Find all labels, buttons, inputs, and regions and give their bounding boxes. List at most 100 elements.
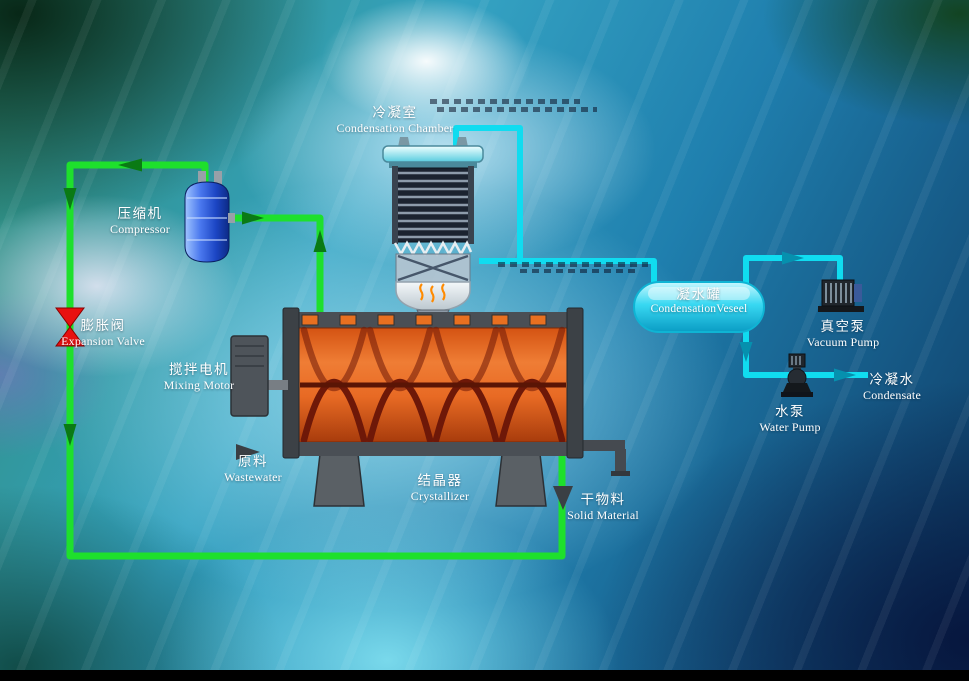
chamber-zigzag [393,240,473,257]
water-pump-fins [791,356,801,365]
compressor-shell [184,181,230,263]
artifact-dashes [520,269,640,273]
compressor-suction-pipe [226,214,324,316]
label-condensate-en: Condensate [863,388,921,403]
compressor-seam [187,197,227,241]
water-pump-base [783,383,811,392]
label-water-pump-zh: 水泵 [774,404,805,419]
crystallizer-leg [495,453,547,507]
flow-arrows [63,158,856,510]
flow-arrow-up [313,230,327,252]
motor-shaft [266,380,288,390]
chamber-truss-braces [397,254,469,282]
label-vacuum-pump: 真空泵 Vacuum Pump [807,319,880,350]
flow-arrow-right [242,211,264,225]
label-compressor-en: Compressor [110,222,170,237]
crystallizer-bottom-rail [287,442,577,456]
compressor-nozzle [198,171,206,185]
label-vacuum-pump-zh: 真空泵 [820,319,866,334]
condensation-vessel [633,281,765,333]
vacuum-pump-base [818,306,864,312]
mixing-motor [230,335,288,417]
flow-arrow-right [834,368,856,382]
chamber-rail [392,166,398,244]
label-condensate: 冷凝水 Condensate [863,372,921,403]
label-compressor-zh: 压缩机 [117,206,163,221]
label-water-pump: 水泵 Water Pump [759,404,820,435]
label-mixing-motor-en: Mixing Motor [163,378,235,393]
label-mixing-motor-zh: 搅拌电机 [169,362,229,377]
label-condensate-zh: 冷凝水 [869,372,915,387]
artifact-dashes [498,262,648,267]
chamber-rail [468,166,474,244]
expansion-valve [55,307,85,347]
wastewater-inlet-arrow [236,444,260,460]
flow-arrow-down [739,342,753,362]
expansion-valve-bottom [55,326,85,347]
heat-waves-icon [419,283,446,303]
vacuum-pump-motor-cap [854,284,862,302]
flow-arrow-down [63,188,77,210]
compressor-nozzle [214,171,222,185]
label-condensation-vessel: 凝水罐 CondensationVeseel [651,287,748,317]
discharge-stub [615,449,626,473]
chamber-lug [456,137,468,147]
bottom-letterbox [0,670,969,681]
chamber-lid [382,145,484,163]
label-expansion-valve-zh: 膨胀阀 [80,318,126,333]
vessel-to-water-pump-pipe [743,328,789,378]
label-condensation-vessel-zh: 凝水罐 [676,287,722,302]
condensation-chamber [382,137,484,321]
crystallizer-leg [313,453,365,507]
chamber-flange [389,162,477,168]
label-crystallizer: 结晶器 Crystallizer [411,473,469,504]
label-condensation-chamber-en: Condensation Chamber [336,121,454,136]
crystallizer [282,307,630,507]
refrigerant-loop-pipe [66,161,566,560]
vacuum-pump-body [821,279,855,307]
label-expansion-valve: 膨胀阀 Expansion Valve [61,318,145,349]
sight-glasses [301,314,547,326]
label-compressor: 压缩机 Compressor [110,206,170,237]
label-mixing-motor: 搅拌电机 Mixing Motor [164,362,235,393]
water-pump [781,353,813,397]
label-vacuum-pump-en: Vacuum Pump [806,335,880,350]
water-pump-base-plate [781,392,813,397]
flow-arrow-down [63,424,77,446]
vessel-shell [633,281,765,333]
screw-ribbons [300,326,566,444]
label-wastewater-zh: 原料 [237,454,268,469]
chamber-top-pipe [453,125,523,261]
vessel-highlight [648,287,750,300]
label-water-pump-en: Water Pump [759,420,821,435]
flow-arrow-left [118,158,142,172]
label-solid-material-zh: 干物料 [580,492,626,507]
label-condensation-chamber: 冷凝室 Condensation Chamber [337,105,454,136]
artifact-dashes [430,99,580,104]
label-crystallizer-en: Crystallizer [410,489,470,504]
solid-material-outlet-arrow [553,486,573,510]
label-condensation-vessel-en: CondensationVeseel [650,303,748,316]
discharge-stub [583,440,625,451]
label-solid-material: 干物料 Solid Material [567,492,639,523]
label-condensation-chamber-zh: 冷凝室 [372,105,418,120]
discharge-flange [611,471,630,476]
motor-body [230,335,269,417]
artifact-dashes [437,107,597,112]
crystallizer-end-cap [566,307,584,459]
label-crystallizer-zh: 结晶器 [417,473,463,488]
expansion-valve-top [55,307,85,328]
label-wastewater: 原料 Wastewater [224,454,282,485]
flow-arrow-right [782,251,804,265]
label-expansion-valve-en: Expansion Valve [61,334,145,349]
chamber-to-vessel-pipe [479,258,657,287]
motor-fins [235,345,264,367]
chamber-fins [397,171,469,239]
compressor-port [228,213,235,223]
vacuum-pump [818,279,864,312]
label-solid-material-en: Solid Material [567,508,639,523]
compressor [184,171,235,263]
chamber-lug [398,137,410,147]
